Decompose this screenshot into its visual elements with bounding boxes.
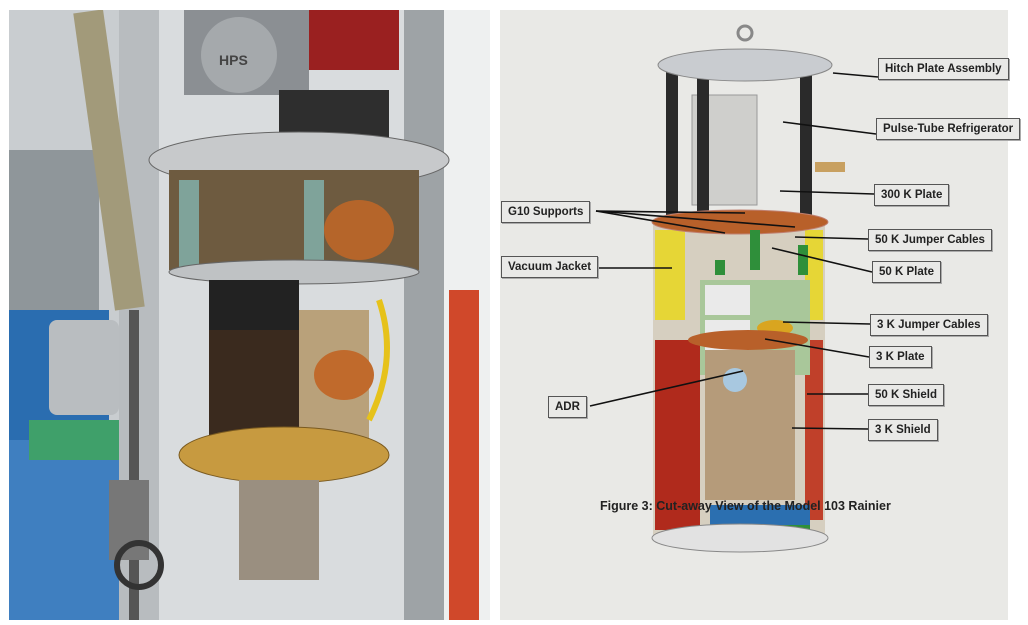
label-vacuum-jacket: Vacuum Jacket xyxy=(501,256,599,278)
cryostat-illustration xyxy=(500,10,1008,620)
label-3k-plate: 3 K Plate xyxy=(869,346,932,368)
hitch-ring-icon xyxy=(736,24,754,42)
leader-arrows xyxy=(589,72,879,430)
label-50k-jumper-cables: 50 K Jumper Cables xyxy=(868,229,992,251)
photo-plate-text: HPS xyxy=(219,52,248,68)
label-pulse-tube-refrigerator: Pulse-Tube Refrigerator xyxy=(876,118,1021,140)
label-3k-jumper-cables: 3 K Jumper Cables xyxy=(870,314,988,336)
cryostat-photo: HPS xyxy=(9,10,490,620)
label-3k-shield: 3 K Shield xyxy=(868,419,938,441)
label-300k-plate: 300 K Plate xyxy=(874,184,950,206)
label-50k-plate: 50 K Plate xyxy=(872,261,941,283)
cutaway-diagram: Hitch Plate Assembly Pulse-Tube Refriger… xyxy=(500,10,1021,620)
label-g10-supports: G10 Supports xyxy=(501,201,591,223)
label-adr: ADR xyxy=(548,396,587,418)
figure-caption: Figure 3: Cut-away View of the Model 103… xyxy=(600,499,891,513)
label-50k-shield: 50 K Shield xyxy=(868,384,944,406)
label-hitch-plate-assembly: Hitch Plate Assembly xyxy=(878,58,1009,80)
